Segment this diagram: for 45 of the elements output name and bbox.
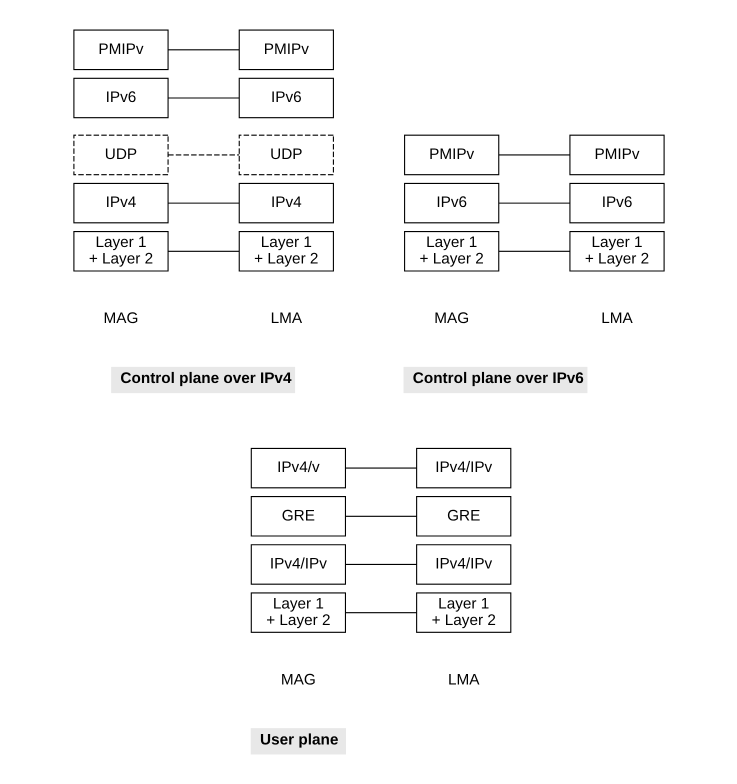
- node-box: PMIPv: [404, 134, 499, 176]
- connector: [168, 202, 239, 204]
- node-box: IPv4/IPv: [416, 448, 511, 488]
- node-box: Layer 1 + Layer 2: [238, 231, 334, 272]
- node-box: GRE: [416, 496, 511, 537]
- connector: [498, 154, 570, 156]
- node-box: IPv6: [72, 78, 168, 118]
- label: LMA: [600, 310, 632, 328]
- node-box: PMIPv: [568, 134, 664, 176]
- connector: [345, 516, 416, 517]
- node-box: IPv4/v: [250, 448, 346, 488]
- connector: [168, 154, 239, 156]
- node-box: PMIPv: [238, 30, 334, 70]
- label: Control plane over IPv4: [120, 370, 291, 387]
- connector: [345, 468, 416, 469]
- label: Control plane over IPv6: [412, 370, 584, 387]
- node-box: PMIPv: [72, 30, 168, 70]
- node-box: Layer 1 + Layer 2: [72, 231, 168, 272]
- connector: [168, 250, 239, 252]
- node-box: GRE: [250, 496, 346, 537]
- node-box: Layer 1 + Layer 2: [416, 592, 511, 633]
- connector: [498, 250, 570, 252]
- connector: [168, 49, 239, 50]
- node-box: IPv4/IPv: [250, 544, 346, 585]
- node-box: IPv4: [72, 182, 168, 224]
- connector: [345, 564, 416, 565]
- connector: [498, 202, 570, 204]
- label: User plane: [260, 731, 338, 748]
- node-box: IPv4/IPv: [416, 544, 511, 585]
- node-box: IPv6: [568, 182, 664, 224]
- label: MAG: [434, 310, 469, 328]
- node-box: Layer 1 + Layer 2: [250, 592, 346, 633]
- node-box: Layer 1 + Layer 2: [568, 231, 664, 272]
- node-box: IPv6: [404, 182, 499, 224]
- label: MAG: [280, 672, 316, 689]
- connector: [345, 612, 416, 614]
- label: LMA: [270, 310, 302, 328]
- node-box: IPv6: [238, 78, 334, 118]
- node-box: UDP: [238, 134, 334, 176]
- label: LMA: [447, 672, 479, 689]
- node-box: Layer 1 + Layer 2: [404, 231, 499, 272]
- connector: [168, 97, 239, 99]
- label: MAG: [103, 310, 138, 328]
- node-box: IPv4: [238, 182, 334, 224]
- node-box: UDP: [72, 134, 168, 176]
